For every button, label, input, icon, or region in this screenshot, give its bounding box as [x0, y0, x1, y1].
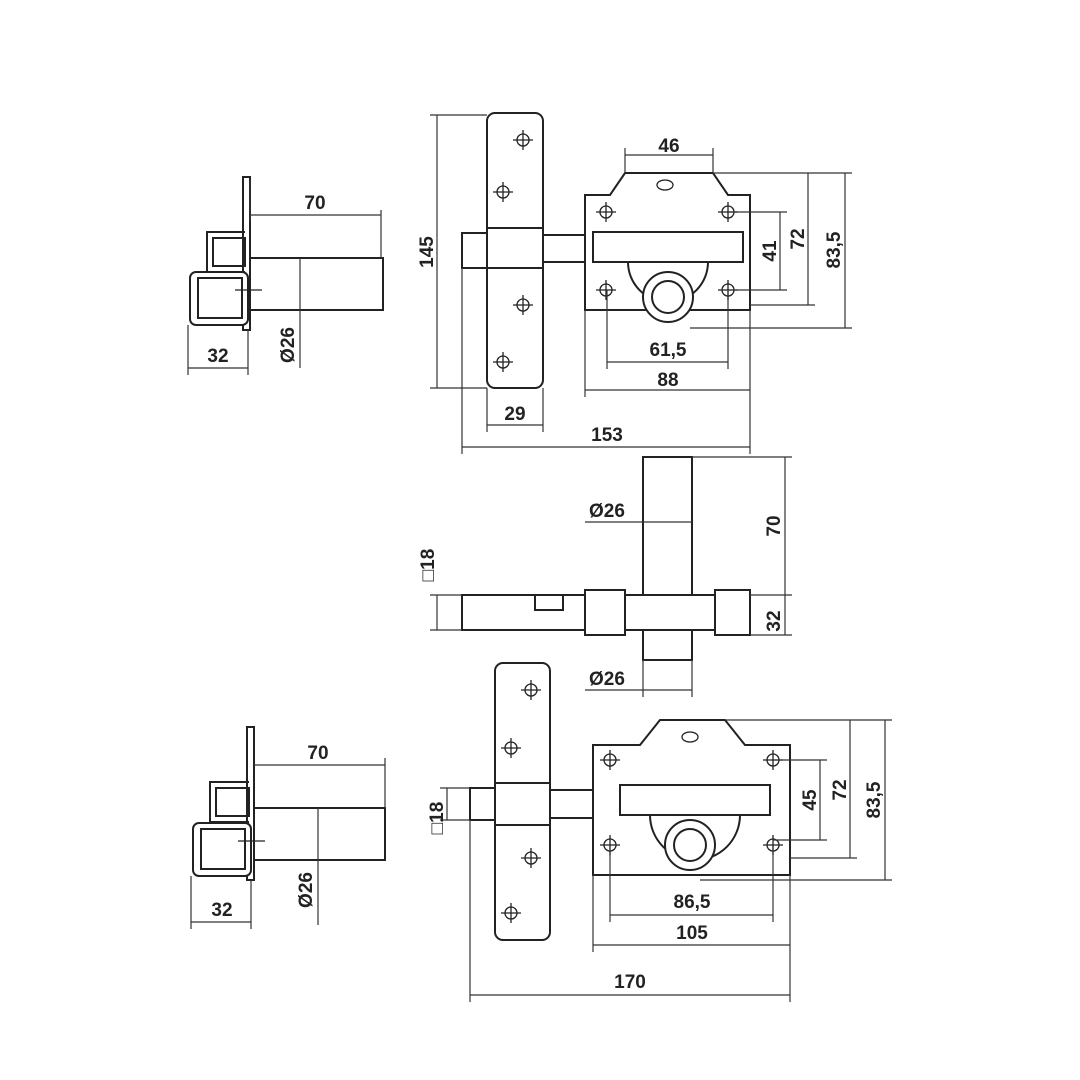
dim-body-width: 88: [657, 370, 678, 391]
dim-knob-width: 32: [211, 900, 232, 921]
dim-height-total: 83,5: [824, 231, 845, 268]
dim-height-mid: 72: [788, 228, 809, 249]
dim-hole-spacing-h: 61,5: [650, 340, 687, 361]
dim-top-width: 46: [658, 136, 679, 157]
dim-hole-spacing-v: 41: [760, 240, 781, 262]
dim-length: 70: [304, 193, 325, 214]
dim-plate-width: 29: [504, 404, 525, 425]
dim-bolt-square: □18: [427, 802, 448, 835]
dim-diameter-top: Ø26: [589, 501, 625, 522]
dim-diameter: Ø26: [278, 327, 299, 363]
dim-total-width: 153: [591, 425, 623, 446]
dim-length: 70: [764, 515, 785, 536]
dim-diameter-bottom: Ø26: [589, 669, 625, 690]
dim-bolt-square: □18: [418, 549, 439, 582]
dim-height: 145: [417, 236, 438, 268]
dim-diameter: Ø26: [296, 872, 317, 908]
dim-length: 70: [307, 743, 328, 764]
dim-total-width: 170: [614, 972, 646, 993]
dim-hole-spacing-v: 45: [800, 789, 821, 811]
dim-depth: 32: [764, 610, 785, 631]
dim-body-width: 105: [676, 923, 708, 944]
bottom-left-side-view: 70 32 Ø26: [190, 726, 386, 929]
top-left-side-view: 70 32 Ø26: [187, 176, 384, 375]
dim-hole-spacing-h: 86,5: [674, 892, 711, 913]
top-right-front-view: 145 29 153 46 41 72 83,5 61,5 88: [417, 112, 852, 454]
dim-height-mid: 72: [830, 779, 851, 800]
middle-top-view: Ø26 70 □18 32 Ø26: [418, 456, 792, 697]
dim-height-total: 83,5: [864, 781, 885, 818]
dim-knob-width: 32: [207, 346, 228, 367]
bottom-right-front-view: □18 45 72 83,5 86,5 105 170: [427, 662, 892, 1002]
